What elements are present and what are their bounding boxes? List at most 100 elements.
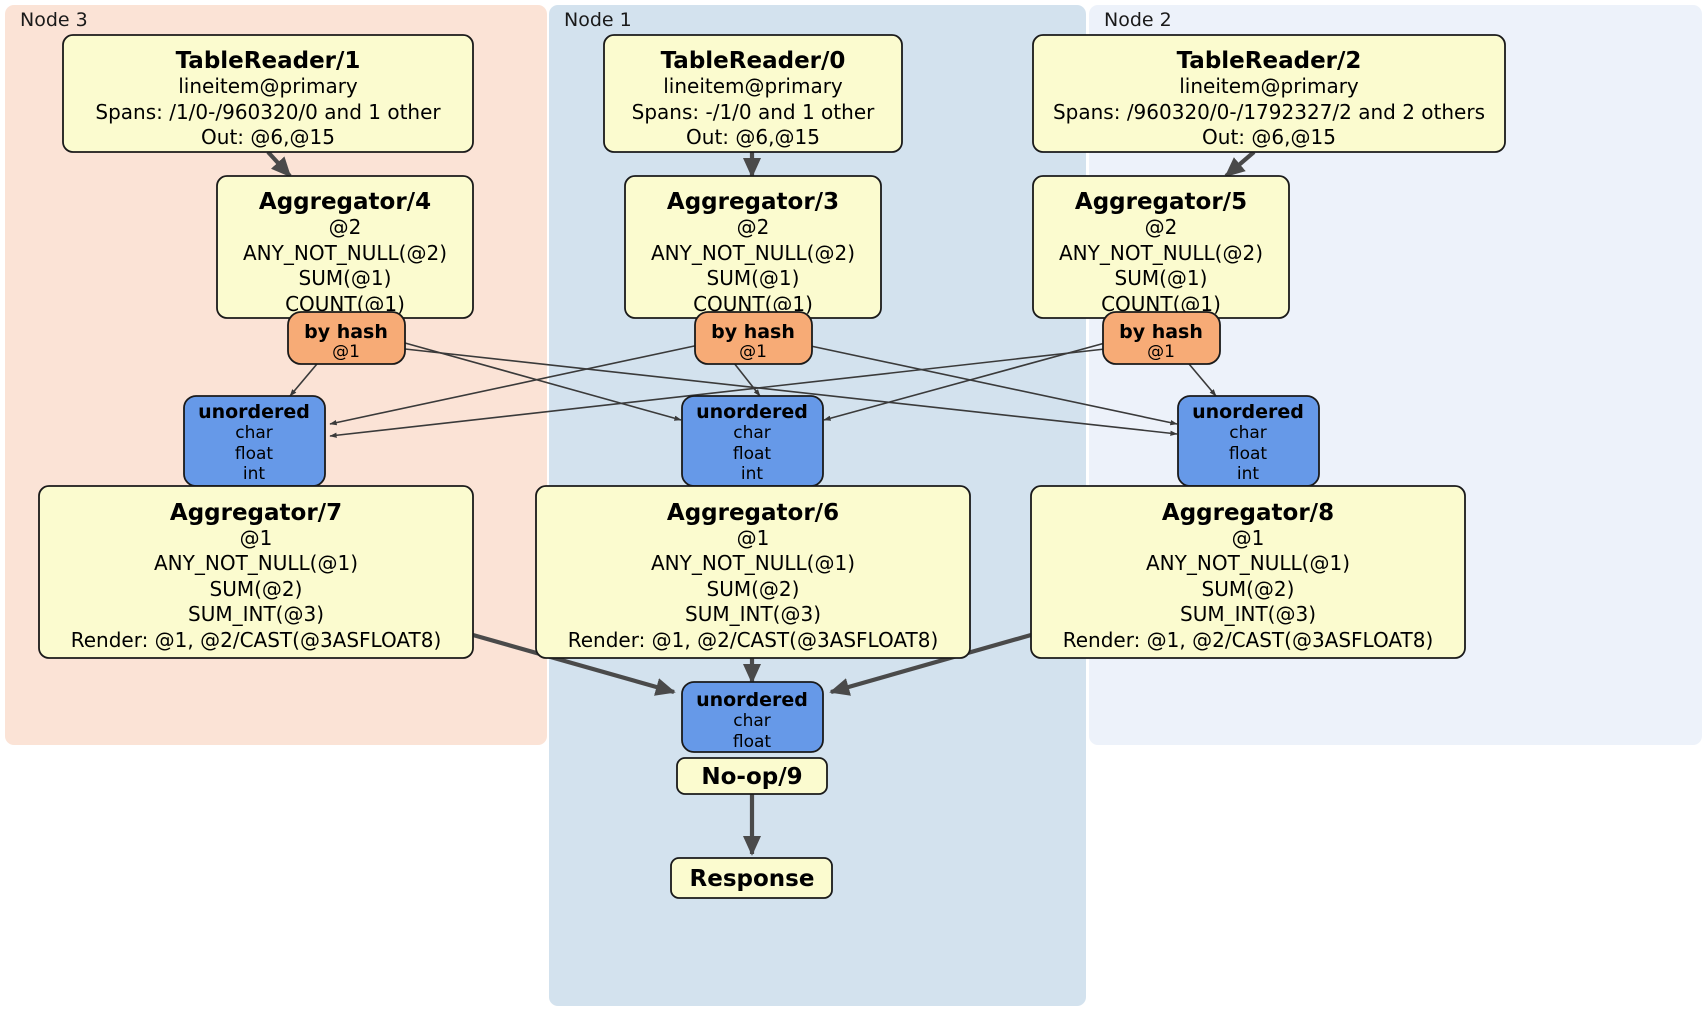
node-noop9[interactable]: No-op/9: [676, 757, 828, 795]
aggregator7-line-1: ANY_NOT_NULL(@1): [154, 551, 358, 575]
aggregator3-title: Aggregator/3: [667, 189, 839, 215]
aggregator8-box[interactable]: [1030, 485, 1466, 659]
tablereader0-line-0: lineitem@primary: [663, 74, 843, 98]
edge-tablereader1-to-aggregator4: [266, 150, 292, 178]
node-byhash-left[interactable]: by hash @1: [287, 311, 406, 365]
node-aggregator7[interactable]: Aggregator/7 @1 ANY_NOT_NULL(@1) SUM(@2)…: [38, 485, 474, 659]
aggregator3-line-2: SUM(@1): [707, 266, 800, 290]
tablereader1-line-1: Spans: /1/0-/960320/0 and 1 other: [95, 100, 441, 124]
byhash-center-line-0: @1: [739, 342, 767, 362]
node-aggregator5[interactable]: Aggregator/5 @2 ANY_NOT_NULL(@2) SUM(@1)…: [1032, 175, 1290, 319]
node-aggregator8[interactable]: Aggregator/8 @1 ANY_NOT_NULL(@1) SUM(@2)…: [1030, 485, 1466, 659]
aggregator8-line-2: SUM(@2): [1202, 577, 1295, 601]
aggregator6-line-2: SUM(@2): [707, 577, 800, 601]
aggregator8-line-1: ANY_NOT_NULL(@1): [1146, 551, 1350, 575]
edge-byhash-left-to-unordered-right: [404, 348, 1178, 436]
aggregator8-line-3: SUM_INT(@3): [1180, 602, 1316, 626]
aggregator7-line-3: SUM_INT(@3): [188, 602, 324, 626]
node-byhash-center[interactable]: by hash @1: [694, 311, 813, 365]
unordered-left-line-1: float: [235, 444, 274, 464]
unordered-center-line-0: char: [733, 423, 771, 443]
node-response[interactable]: Response: [670, 857, 833, 899]
edge-byhash-center-to-unordered-left: [329, 344, 700, 426]
aggregator3-line-1: ANY_NOT_NULL(@2): [651, 241, 855, 265]
byhash-right-box[interactable]: [1102, 311, 1221, 365]
aggregator3-line-0: @2: [737, 215, 770, 239]
tablereader2-title: TableReader/2: [1177, 48, 1362, 74]
edge-byhash-right-to-unordered-left: [329, 348, 1106, 438]
tablereader0-box[interactable]: [603, 34, 903, 153]
unordered-right-title: unordered: [1192, 401, 1304, 423]
tablereader2-box[interactable]: [1032, 34, 1506, 153]
tablereader0-line-1: Spans: -/1/0 and 1 other: [632, 100, 875, 124]
tablereader1-line-0: lineitem@primary: [178, 74, 358, 98]
unordered-final-title: unordered: [696, 689, 808, 711]
aggregator6-line-3: SUM_INT(@3): [685, 602, 821, 626]
unordered-final-line-0: char: [733, 711, 771, 731]
aggregator4-line-1: ANY_NOT_NULL(@2): [243, 241, 447, 265]
aggregator6-box[interactable]: [535, 485, 971, 659]
aggregator4-line-2: SUM(@1): [299, 266, 392, 290]
node-tablereader0[interactable]: TableReader/0 lineitem@primary Spans: -/…: [603, 34, 903, 153]
unordered-left-line-2: int: [243, 464, 265, 484]
byhash-left-box[interactable]: [287, 311, 406, 365]
unordered-right-line-2: int: [1237, 464, 1259, 484]
cluster-node2-label: Node 2: [1104, 9, 1172, 31]
node-unordered-left[interactable]: unordered char float int: [183, 395, 326, 487]
aggregator5-line-0: @2: [1145, 215, 1178, 239]
noop9-box[interactable]: [676, 757, 828, 795]
unordered-final-line-1: float: [733, 732, 772, 752]
tablereader2-line-1: Spans: /960320/0-/1792327/2 and 2 others: [1053, 100, 1485, 124]
aggregator7-line-0: @1: [240, 526, 273, 550]
aggregator6-title: Aggregator/6: [667, 500, 839, 526]
unordered-left-line-0: char: [235, 423, 273, 443]
tablereader0-title: TableReader/0: [661, 48, 846, 74]
unordered-right-line-0: char: [1229, 423, 1267, 443]
tablereader1-box[interactable]: [62, 34, 474, 153]
node-byhash-right[interactable]: by hash @1: [1102, 311, 1221, 365]
edge-aggregator8-to-unordered-final: [829, 632, 1032, 696]
node-unordered-right[interactable]: unordered char float int: [1177, 395, 1320, 487]
byhash-center-title: by hash: [711, 321, 795, 343]
aggregator4-line-0: @2: [329, 215, 362, 239]
aggregator7-line-4: Render: @1, @2/CAST(@3ASFLOAT8): [71, 628, 442, 652]
unordered-left-title: unordered: [198, 401, 310, 423]
tablereader1-line-2: Out: @6,@15: [201, 125, 335, 149]
aggregator7-line-2: SUM(@2): [210, 577, 303, 601]
byhash-right-title: by hash: [1119, 321, 1203, 343]
cluster-node3-label: Node 3: [20, 9, 88, 31]
byhash-right-line-0: @1: [1147, 342, 1175, 362]
tablereader1-title: TableReader/1: [176, 48, 361, 74]
node-aggregator3[interactable]: Aggregator/3 @2 ANY_NOT_NULL(@2) SUM(@1)…: [624, 175, 882, 319]
aggregator5-title: Aggregator/5: [1075, 189, 1247, 215]
cluster-node1-label: Node 1: [564, 9, 632, 31]
aggregator6-line-1: ANY_NOT_NULL(@1): [651, 551, 855, 575]
unordered-right-line-1: float: [1229, 444, 1268, 464]
byhash-center-box[interactable]: [694, 311, 813, 365]
aggregator4-title: Aggregator/4: [259, 189, 431, 215]
node-aggregator6[interactable]: Aggregator/6 @1 ANY_NOT_NULL(@1) SUM(@2)…: [535, 485, 971, 659]
response-title: Response: [690, 866, 815, 892]
node-unordered-center[interactable]: unordered char float int: [681, 395, 824, 487]
node-tablereader2[interactable]: TableReader/2 lineitem@primary Spans: /9…: [1032, 34, 1506, 153]
unordered-center-line-1: float: [733, 444, 772, 464]
response-box[interactable]: [670, 857, 833, 899]
edge-tablereader2-to-aggregator5: [1224, 150, 1256, 178]
aggregator8-line-0: @1: [1232, 526, 1265, 550]
tablereader0-line-2: Out: @6,@15: [686, 125, 820, 149]
edge-byhash-left-to-unordered-center: [404, 342, 682, 421]
byhash-left-title: by hash: [304, 321, 388, 343]
aggregator7-box[interactable]: [38, 485, 474, 659]
node-unordered-final[interactable]: unordered char float: [681, 681, 824, 753]
unordered-final-box[interactable]: [681, 681, 824, 753]
unordered-center-line-2: int: [741, 464, 763, 484]
edge-aggregator7-to-unordered-final: [472, 632, 676, 696]
edge-byhash-center-to-unordered-right: [805, 344, 1178, 426]
node-tablereader1[interactable]: TableReader/1 lineitem@primary Spans: /1…: [62, 34, 474, 153]
aggregator6-line-4: Render: @1, @2/CAST(@3ASFLOAT8): [568, 628, 939, 652]
aggregator5-line-2: SUM(@1): [1115, 266, 1208, 290]
node-aggregator4[interactable]: Aggregator/4 @2 ANY_NOT_NULL(@2) SUM(@1)…: [216, 175, 474, 319]
unordered-center-title: unordered: [696, 401, 808, 423]
